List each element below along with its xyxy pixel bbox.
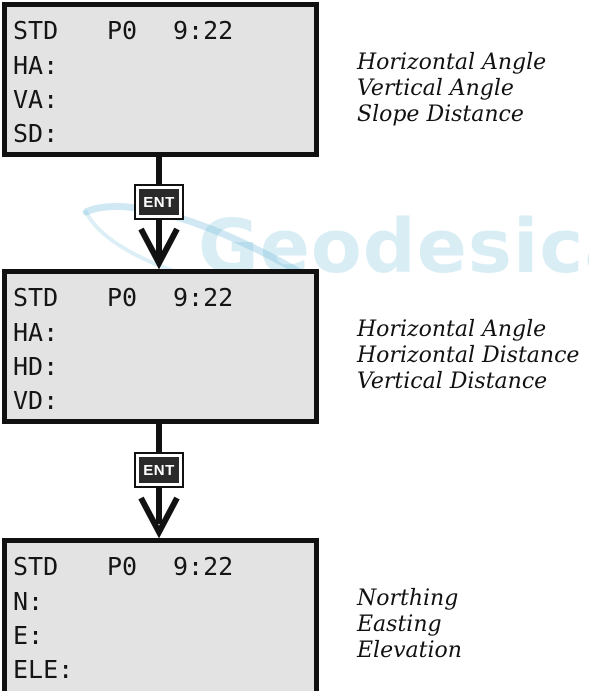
description-northing: Northing [357,586,459,611]
arrow-down-icon [138,227,180,269]
connector-1: ENT [134,157,184,269]
status-bar: STD P0 9:22 [13,18,233,43]
description-group-3: Northing Easting Elevation [357,586,462,664]
connector-2: ENT [134,424,184,538]
status-bar: STD P0 9:22 [13,554,233,579]
lcd-row-ele: ELE: [13,655,74,684]
description-vertical-angle: Vertical Angle [357,76,514,101]
status-time: 9:22 [173,16,234,45]
description-slope-distance: Slope Distance [357,102,524,127]
lcd-row-n: N: [13,587,44,616]
status-mode: STD [13,552,59,581]
description-group-1: Horizontal Angle Vertical Angle Slope Di… [357,50,546,128]
lcd-screen-1: STD P0 9:22 HA: VA: SD: [2,2,319,157]
description-easting: Easting [357,612,442,637]
status-point: P0 [107,552,138,581]
lcd-row-sd: SD: [13,119,59,148]
status-time: 9:22 [173,552,234,581]
lcd-row-e: E: [13,621,44,650]
lcd-row-vd: VD: [13,386,59,415]
status-mode: STD [13,16,59,45]
description-horizontal-distance: Horizontal Distance [357,343,580,368]
lcd-screen-3: STD P0 9:22 N: E: ELE: [2,538,319,691]
description-group-2: Horizontal Angle Horizontal Distance Ver… [357,317,579,395]
arrow-down-icon [138,496,180,538]
ent-key-button[interactable]: ENT [134,452,184,488]
description-vertical-distance: Vertical Distance [357,369,548,394]
status-point: P0 [107,16,138,45]
status-mode: STD [13,283,59,312]
status-time: 9:22 [173,283,234,312]
ent-key-label: ENT [139,457,179,483]
lcd-row-ha: HA: [13,51,59,80]
lcd-row-ha: HA: [13,318,59,347]
status-bar: STD P0 9:22 [13,285,233,310]
ent-key-label: ENT [139,189,179,215]
lcd-screen-2: STD P0 9:22 HA: HD: VD: [2,269,319,424]
description-horizontal-angle: Horizontal Angle [357,317,547,342]
status-point: P0 [107,283,138,312]
lcd-row-va: VA: [13,85,59,114]
lcd-row-hd: HD: [13,352,59,381]
description-elevation: Elevation [357,638,462,663]
ent-key-button[interactable]: ENT [134,184,184,220]
description-horizontal-angle: Horizontal Angle [357,50,547,75]
